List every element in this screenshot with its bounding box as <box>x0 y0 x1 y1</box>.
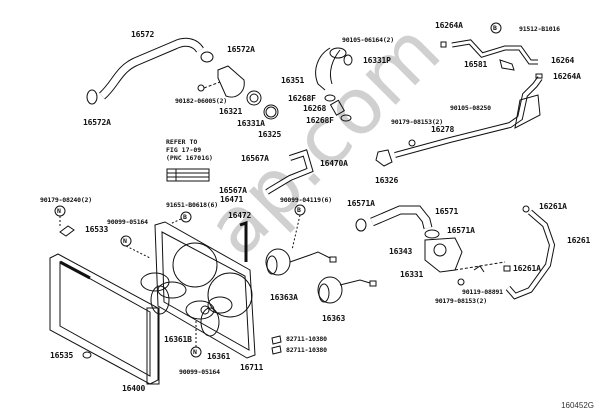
marker-b: B <box>183 213 187 221</box>
fan-motor-16363 <box>317 276 377 304</box>
drain-cock <box>82 351 92 359</box>
part-label-16472[interactable]: 16472 <box>228 211 252 220</box>
part-label-16363A[interactable]: 16363A <box>270 293 298 302</box>
part-label-16321[interactable]: 16321 <box>219 107 243 116</box>
part-label-16331[interactable]: 16331 <box>400 270 424 279</box>
water-pipe <box>394 76 543 158</box>
part-label-16361B[interactable]: 16361B <box>164 335 192 344</box>
marker-n: N <box>123 237 127 245</box>
part-label-16470A[interactable]: 16470A <box>320 159 348 168</box>
refer-note: REFER TO FIG 17-09 (PNC 16701G) <box>166 138 213 162</box>
gasket-16326 <box>375 149 393 167</box>
part-label-16535[interactable]: 16535 <box>50 351 74 360</box>
marker-n: N <box>57 207 61 215</box>
refer-line-2: FIG 17-09 <box>166 146 202 154</box>
part-label-16268F[interactable]: 16268F <box>288 94 316 103</box>
part-label-16571A[interactable]: 16571A <box>447 226 475 235</box>
part-label-90119-08891[interactable]: 90119-08891 <box>462 288 503 296</box>
part-label-16261A[interactable]: 16261A <box>513 264 541 273</box>
marker-b: B <box>297 206 301 214</box>
hose-clamp <box>86 89 98 105</box>
part-label-90179-08240[interactable]: 90179-08240(2) <box>40 196 92 204</box>
part-label-16363[interactable]: 16363 <box>322 314 346 323</box>
part-label-90099-05164[interactable]: 90099-05164 <box>107 218 148 226</box>
part-label-16268[interactable]: 16268 <box>303 104 327 113</box>
part-label-16278[interactable]: 16278 <box>431 125 455 134</box>
part-label-16572[interactable]: 16572 <box>131 30 155 39</box>
figure-code: 160452G <box>561 401 594 410</box>
part-label-90099-05164[interactable]: 90099-05164 <box>179 368 220 376</box>
part-label-16572A[interactable]: 16572A <box>227 45 255 54</box>
refer-label-box <box>166 168 210 182</box>
thermostat <box>246 90 262 106</box>
part-label-16571[interactable]: 16571 <box>435 207 459 216</box>
part-label-16261[interactable]: 16261 <box>567 236 591 245</box>
water-bypass-pipe <box>315 47 341 91</box>
part-label-16351[interactable]: 16351 <box>281 76 305 85</box>
part-label-16567A[interactable]: 16567A <box>219 186 247 195</box>
part-label-16471[interactable]: 16471 <box>220 195 244 204</box>
radiator <box>49 253 159 385</box>
part-label-16572A[interactable]: 16572A <box>83 118 111 127</box>
refer-line-1: REFER TO <box>166 138 198 146</box>
part-label-82711-10380[interactable]: 82711-10380 <box>286 346 327 354</box>
part-label-90105-06164[interactable]: 90105-06164(2) <box>342 36 394 44</box>
hose-clamp <box>200 51 214 63</box>
water-outlet <box>217 65 245 98</box>
part-label-16326[interactable]: 16326 <box>375 176 399 185</box>
part-label-16264[interactable]: 16264 <box>551 56 575 65</box>
part-label-16325[interactable]: 16325 <box>258 130 282 139</box>
fan-motor-16363A <box>265 248 337 276</box>
fan-shroud <box>154 221 256 359</box>
marker-n: N <box>193 348 197 356</box>
fan-16361 <box>185 296 233 337</box>
part-label-90179-08153[interactable]: 90179-08153(2) <box>391 118 443 126</box>
part-label-16343[interactable]: 16343 <box>389 247 413 256</box>
part-label-16571A[interactable]: 16571A <box>347 199 375 208</box>
part-label-16400[interactable]: 16400 <box>122 384 146 393</box>
part-label-91512-B1016[interactable]: 91512-B1016 <box>519 25 560 33</box>
part-label-16331P[interactable]: 16331P <box>363 56 391 65</box>
refer-line-3: (PNC 16701G) <box>166 154 213 162</box>
gasket <box>263 104 279 120</box>
part-label-16567A[interactable]: 16567A <box>241 154 269 163</box>
part-label-16264A[interactable]: 16264A <box>553 72 581 81</box>
part-label-91651-B0618[interactable]: 91651-B0618(6) <box>166 201 218 209</box>
part-label-16581[interactable]: 16581 <box>464 60 488 69</box>
part-label-16261A[interactable]: 16261A <box>539 202 567 211</box>
upper-radiator-hose <box>98 37 204 100</box>
part-label-90105-08250[interactable]: 90105-08250 <box>450 104 491 112</box>
part-label-90099-04119[interactable]: 90099-04119(6) <box>280 196 332 204</box>
part-label-16264A[interactable]: 16264A <box>435 21 463 30</box>
hose-16472 <box>239 220 248 262</box>
part-label-16268F[interactable]: 16268F <box>306 116 334 125</box>
part-label-16533[interactable]: 16533 <box>85 225 109 234</box>
part-label-82711-10380[interactable]: 82711-10380 <box>286 335 327 343</box>
part-label-16711[interactable]: 16711 <box>240 363 264 372</box>
part-label-16331A[interactable]: 16331A <box>237 119 265 128</box>
part-label-90182-06005[interactable]: 90182-06005(2) <box>175 97 227 105</box>
marker-b: B <box>493 24 497 32</box>
bracket-16533 <box>59 225 75 237</box>
part-label-16361[interactable]: 16361 <box>207 352 231 361</box>
part-label-90179-08153[interactable]: 90179-08153(2) <box>435 297 487 305</box>
fan-16361B <box>140 272 187 315</box>
